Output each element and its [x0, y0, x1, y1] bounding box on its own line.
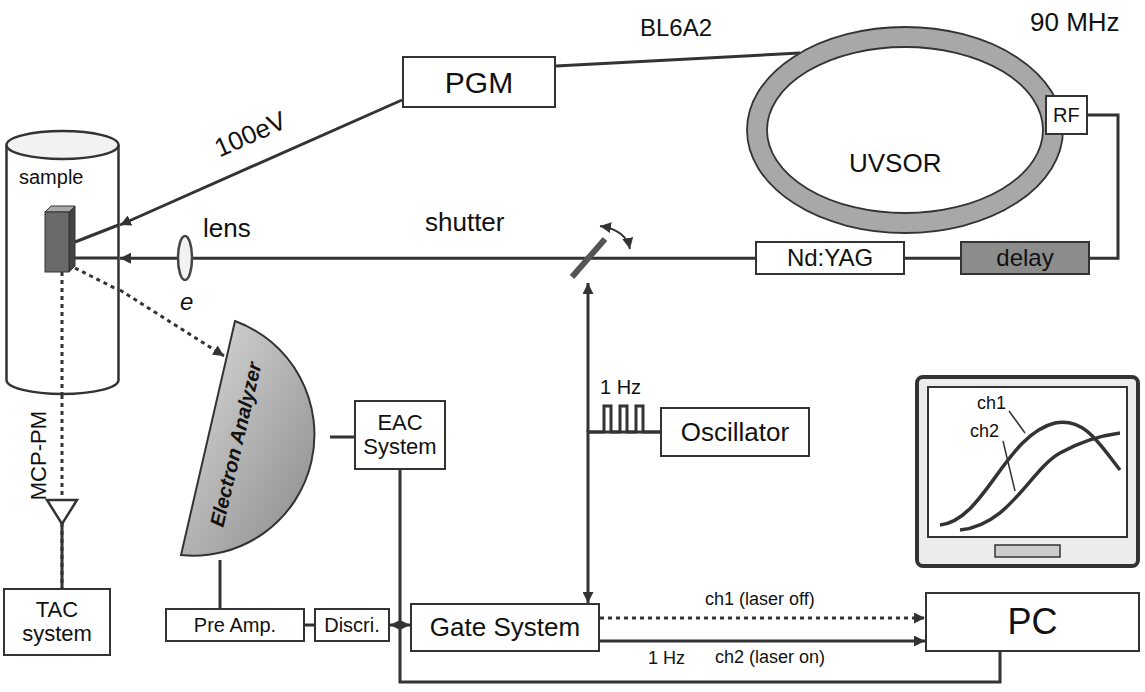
electron-path — [75, 268, 119, 290]
frequency-label: 90 MHz — [1030, 8, 1120, 38]
box-label: delay — [996, 245, 1053, 271]
part-label: MCP-PM — [25, 411, 50, 500]
process-box: Discri. — [314, 608, 390, 642]
rf-box: RF — [1045, 95, 1088, 135]
channel-label: ch1 (laser off) — [705, 589, 815, 610]
box-label: Discri. — [324, 614, 380, 636]
leader-line — [1009, 411, 1025, 433]
energy-label-holder: 100eV — [210, 106, 291, 164]
box-label: PC — [1007, 602, 1057, 642]
ring-band — [757, 37, 1053, 223]
process-box: EAC System — [354, 400, 446, 470]
box-label: Nd:YAG — [787, 245, 873, 271]
laser-beam — [75, 257, 119, 260]
chamber-wall — [7, 145, 119, 394]
channel-label-holder: ch2 (laser on) — [715, 647, 825, 668]
part-label: shutter — [425, 208, 505, 238]
photon-beam — [75, 225, 119, 242]
sample-side — [69, 206, 75, 272]
electron-analyzer: Electron Analyzer — [180, 320, 330, 560]
box-label: Oscillator — [681, 418, 789, 447]
beamline-label: BL6A2 — [640, 14, 712, 42]
pulse-train — [588, 406, 660, 432]
monitor-outline — [915, 375, 1140, 568]
spectrum-curve — [960, 433, 1120, 530]
connector-line — [120, 100, 402, 225]
laser-box: Nd:YAG — [755, 241, 905, 275]
connector-line — [390, 624, 410, 627]
delay-box: delay — [960, 241, 1090, 275]
shape-label: sample — [19, 166, 83, 189]
shape-label: ch2 — [970, 421, 999, 442]
sample-block — [45, 212, 69, 272]
monitor-panel — [995, 545, 1060, 557]
shape-label: UVSOR — [849, 148, 941, 179]
connector-line — [400, 470, 1000, 682]
box-label: RF — [1053, 104, 1080, 126]
monitor-screen — [928, 387, 1127, 537]
connector-line — [219, 560, 222, 608]
monochromator-box: PGM — [402, 56, 556, 108]
box-label: TAC system — [11, 598, 103, 646]
ring-edge — [767, 47, 1043, 213]
part-label-holder: shutter — [425, 208, 505, 238]
part-label: lens — [203, 214, 251, 244]
signal-label: e — [180, 288, 193, 316]
connector-line — [588, 432, 660, 603]
shutter-motion-arrow — [600, 226, 630, 249]
monitor-screen: ch1ch2 — [915, 375, 1140, 568]
part-label-holder: lens — [203, 214, 251, 244]
process-box: Pre Amp. — [165, 608, 305, 642]
analyzer-outline — [180, 320, 330, 560]
process-box: TAC system — [3, 588, 111, 656]
process-box: Gate System — [410, 603, 600, 652]
computer-box: PC — [925, 592, 1140, 652]
frequency-label: 1 Hz — [600, 376, 641, 399]
dotted-connector — [61, 395, 64, 588]
energy-label: 100eV — [210, 106, 291, 164]
ring-outline — [745, 25, 1065, 235]
connector-line — [305, 624, 314, 627]
box-label: Gate System — [430, 613, 580, 642]
channel-label-holder: ch1 (laser off) — [705, 589, 815, 610]
luminescence-path — [61, 272, 64, 394]
lens-symbol — [178, 236, 192, 280]
frequency-label-holder: 1 Hz — [648, 648, 685, 669]
frequency-label-holder: 90 MHz — [1030, 8, 1120, 38]
shape-label: ch1 — [977, 393, 1006, 414]
frequency-label-holder: 1 Hz — [600, 376, 641, 399]
shutter-mirror — [572, 239, 605, 277]
vacuum-chamber: sample — [5, 130, 120, 395]
signal-label-holder: e — [180, 288, 193, 316]
channel-label: ch2 (laser on) — [715, 647, 825, 668]
oscillator-box: Oscillator — [660, 407, 810, 457]
box-label: Pre Amp. — [194, 614, 276, 636]
connector-line — [1088, 115, 1118, 258]
connector-line — [556, 53, 800, 66]
part-label-holder: MCP-PM — [25, 411, 50, 500]
storage-ring: UVSOR — [745, 25, 1065, 235]
detector-symbol — [47, 500, 77, 524]
leader-line — [1003, 441, 1015, 491]
beamline-label-holder: BL6A2 — [640, 14, 712, 42]
connector-line — [120, 257, 755, 260]
chamber-lid — [7, 131, 119, 159]
analyzer-body — [181, 321, 314, 556]
connector-line — [330, 436, 354, 439]
detector-cable — [61, 522, 64, 588]
ring-edge — [747, 27, 1063, 233]
connector-line — [600, 640, 925, 643]
shutter-trigger-line — [587, 283, 590, 432]
dotted-connector — [600, 617, 925, 620]
box-label: PGM — [445, 66, 513, 99]
box-label: EAC System — [362, 411, 438, 459]
monitor-frame — [917, 377, 1138, 566]
frequency-label: 1 Hz — [648, 648, 685, 669]
connector-line — [905, 257, 960, 260]
dotted-connector — [120, 290, 224, 356]
